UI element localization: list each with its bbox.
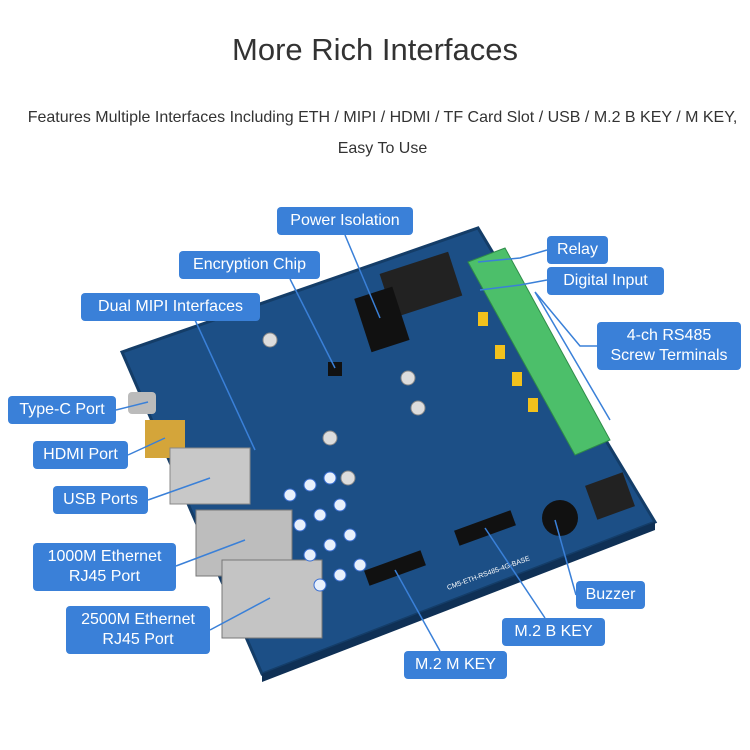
label-eth-1000m: 1000M Ethernet RJ45 Port	[33, 543, 176, 591]
dc-jack	[585, 472, 635, 520]
label-eth-2500m: 2500M Ethernet RJ45 Port	[66, 606, 210, 654]
leader-lines	[115, 234, 611, 652]
label-rs485: 4-ch RS485 Screw Terminals	[597, 322, 741, 370]
label-power-isolation: Power Isolation	[277, 207, 413, 235]
label-type-c: Type-C Port	[8, 396, 116, 424]
pcb-side	[262, 522, 655, 682]
jumpers-icon	[478, 312, 538, 412]
page-title: More Rich Interfaces	[232, 32, 518, 67]
light-pipes-icon	[283, 471, 367, 592]
label-m2-m-key: M.2 M KEY	[404, 651, 507, 679]
buzzer-icon	[542, 500, 578, 536]
label-digital-input: Digital Input	[547, 267, 664, 295]
screw-terminals	[467, 247, 611, 456]
relay-icon	[379, 251, 463, 318]
label-buzzer: Buzzer	[576, 581, 645, 609]
label-hdmi: HDMI Port	[33, 441, 128, 469]
label-encryption-chip: Encryption Chip	[179, 251, 320, 279]
label-relay: Relay	[547, 236, 608, 264]
page-subtitle: Features Multiple Interfaces Including E…	[27, 109, 738, 157]
label-dual-mipi: Dual MIPI Interfaces	[81, 293, 260, 321]
label-usb: USB Ports	[53, 486, 148, 514]
rj45-2500m	[221, 559, 323, 639]
label-m2-b-key: M.2 B KEY	[502, 618, 605, 646]
m2-m-slot	[364, 550, 426, 586]
encryption-chip-icon	[328, 362, 342, 376]
usb-connector	[169, 447, 251, 505]
